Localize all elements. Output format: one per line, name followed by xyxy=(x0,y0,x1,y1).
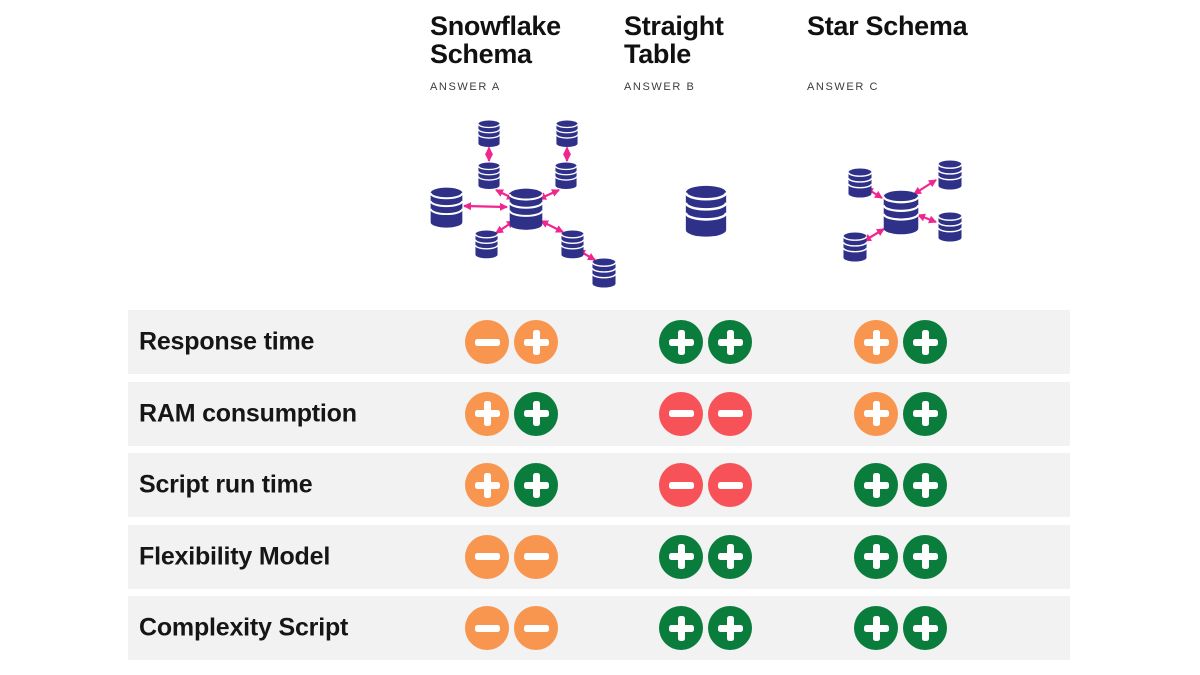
database-cylinder-icon xyxy=(883,190,919,235)
minus-icon xyxy=(514,606,558,650)
database-cylinder-icon xyxy=(478,162,500,190)
plus-icon xyxy=(854,320,898,364)
database-cylinder-icon xyxy=(938,212,962,242)
database-cylinder-icon xyxy=(561,230,584,259)
minus-icon xyxy=(659,463,703,507)
column-title-star-schema: Star Schema xyxy=(807,11,968,41)
plus-icon xyxy=(465,463,509,507)
relation-arrow-icon xyxy=(540,220,564,233)
plus-icon xyxy=(903,463,947,507)
comparison-row: Complexity Script xyxy=(128,596,1070,660)
comparison-row: Script run time xyxy=(128,453,1070,517)
relation-arrow-icon xyxy=(917,213,937,224)
comparison-row: Flexibility Model xyxy=(128,524,1070,589)
database-cylinder-icon xyxy=(555,162,577,190)
column-title-straight-table: Straight Table xyxy=(624,11,724,69)
plus-icon xyxy=(708,606,752,650)
relation-arrow-icon xyxy=(463,202,508,211)
database-cylinder-icon xyxy=(509,188,543,231)
plus-icon xyxy=(465,391,509,436)
database-cylinder-icon xyxy=(430,187,463,229)
plus-icon xyxy=(659,606,703,650)
plus-icon xyxy=(903,606,947,650)
plus-icon xyxy=(903,391,947,436)
relation-arrow-icon xyxy=(913,179,937,195)
database-cylinder-icon xyxy=(848,168,872,198)
schema-diagrams-svg xyxy=(430,120,962,288)
database-cylinder-icon xyxy=(556,120,578,148)
plus-icon xyxy=(659,534,703,579)
plus-icon xyxy=(514,463,558,507)
row-label: Response time xyxy=(139,327,315,356)
row-label: Flexibility Model xyxy=(139,542,331,570)
plus-icon xyxy=(854,606,898,650)
database-cylinder-icon xyxy=(478,120,500,148)
comparison-row: RAM consumption xyxy=(128,381,1070,446)
answer-b-label: ANSWER B xyxy=(624,81,696,93)
database-cylinder-icon xyxy=(475,230,498,259)
row-label: Complexity Script xyxy=(139,613,349,642)
minus-icon xyxy=(465,320,509,364)
database-cylinder-icon xyxy=(685,185,727,238)
plus-icon xyxy=(659,320,703,364)
minus-icon xyxy=(514,534,558,579)
minus-icon xyxy=(465,534,509,579)
plus-icon xyxy=(708,534,752,579)
database-cylinder-icon xyxy=(938,160,962,190)
plus-icon xyxy=(854,534,898,579)
comparison-row: Response time xyxy=(128,310,1070,374)
plus-icon xyxy=(854,463,898,507)
column-title-snowflake-schema: Snowflake Schema xyxy=(430,11,561,69)
plus-icon xyxy=(514,391,558,436)
database-cylinder-icon xyxy=(592,258,616,288)
minus-icon xyxy=(659,391,703,436)
minus-icon xyxy=(465,606,509,650)
answer-a-label: ANSWER A xyxy=(430,81,501,93)
plus-icon xyxy=(903,534,947,579)
plus-icon xyxy=(854,391,898,436)
relation-arrow-icon xyxy=(863,228,885,242)
minus-icon xyxy=(708,391,752,436)
relation-arrow-icon xyxy=(538,188,560,201)
plus-icon xyxy=(708,320,752,364)
minus-icon xyxy=(708,463,752,507)
answer-c-label: ANSWER C xyxy=(807,81,880,93)
row-label: Script run time xyxy=(139,470,313,499)
row-label: RAM consumption xyxy=(139,399,357,427)
plus-icon xyxy=(903,320,947,364)
database-cylinder-icon xyxy=(843,232,867,262)
plus-icon xyxy=(514,320,558,364)
